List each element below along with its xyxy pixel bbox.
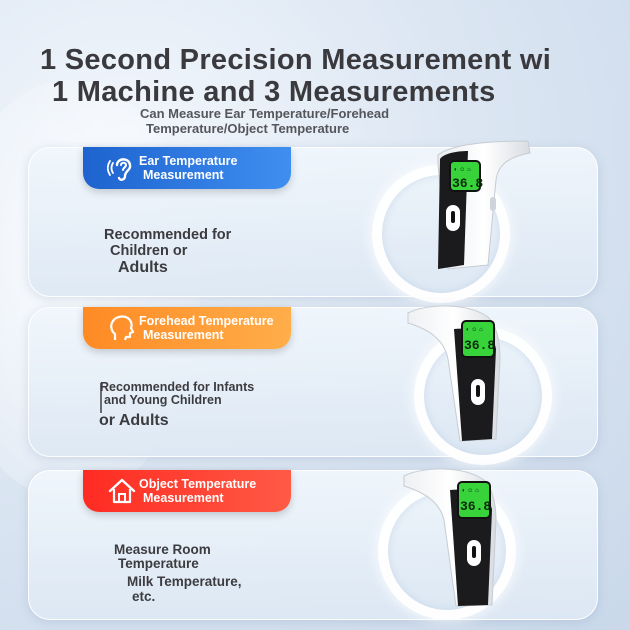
ear-mode-label: Ear Temperature Measurement — [139, 154, 238, 182]
forehead-mode-tag: Forehead Temperature Measurement — [83, 307, 291, 349]
object-mode-card: Object Temperature Measurement Measure R… — [28, 468, 598, 620]
forehead-desc-line-2: and Young Children — [104, 393, 222, 407]
ear-mode-card: Ear Temperature Measurement Recommended … — [28, 140, 598, 303]
subtitle-line-2: Temperature/Object Temperature — [146, 121, 350, 136]
thermometer-object-image: ◐ ☺ ⌂ 36.8 — [403, 468, 497, 607]
svg-text:36.8: 36.8 — [452, 176, 483, 191]
svg-text:36.8: 36.8 — [464, 338, 495, 353]
object-desc-line-4: etc. — [132, 589, 156, 604]
ear-desc-line-1: Recommended for — [104, 227, 232, 243]
forehead-mode-label: Forehead Temperature Measurement — [139, 314, 274, 342]
forehead-mode-card: Forehead Temperature Measurement Recomme… — [28, 305, 598, 465]
head-icon — [110, 315, 135, 341]
object-desc-line-3: Milk Temperature, — [127, 574, 242, 589]
object-mode-label: Object Temperature Measurement — [139, 477, 257, 505]
svg-text:◐ ☺ ⌂: ◐ ☺ ⌂ — [454, 167, 471, 173]
thermometer-ear-image: ◐ ☺ ⌂ 36.8 — [437, 140, 531, 270]
ear-mode-tag: Ear Temperature Measurement — [83, 147, 291, 189]
forehead-desc-line-3: or Adults — [99, 412, 169, 429]
ear-desc-line-2: Children or — [110, 243, 188, 259]
subtitle-line-1: Can Measure Ear Temperature/Forehead — [140, 106, 390, 121]
svg-text:◐ ☺ ⌂: ◐ ☺ ⌂ — [466, 327, 483, 333]
thermometer-forehead-image: ◐ ☺ ⌂ 36.8 — [407, 305, 501, 442]
svg-text:36.8: 36.8 — [460, 499, 491, 514]
svg-text:◐ ☺ ⌂: ◐ ☺ ⌂ — [462, 488, 479, 494]
object-desc-line-1: Measure Room — [114, 542, 211, 557]
headline-line-2: 1 Machine and 3 Measurements — [52, 76, 496, 108]
house-icon — [108, 478, 136, 504]
ear-icon — [107, 158, 132, 181]
object-desc-line-2: Temperature — [118, 556, 199, 571]
headline-line-1: 1 Second Precision Measurement wi — [40, 44, 552, 76]
text-cursor-mark — [100, 383, 102, 413]
ear-desc-line-3: Adults — [118, 259, 168, 276]
object-mode-tag: Object Temperature Measurement — [83, 470, 291, 512]
forehead-desc-line-1: Recommended for Infants — [100, 380, 255, 394]
